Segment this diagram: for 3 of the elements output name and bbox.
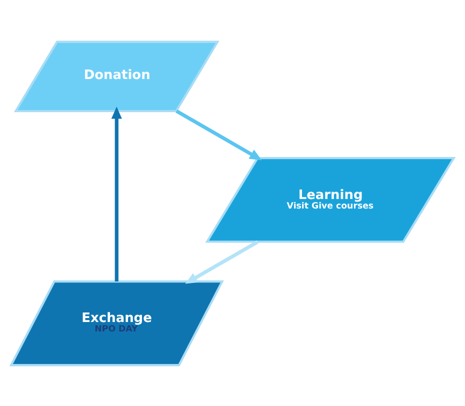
arrow [176,108,262,160]
arrow [111,106,122,281]
arrow [185,240,259,284]
